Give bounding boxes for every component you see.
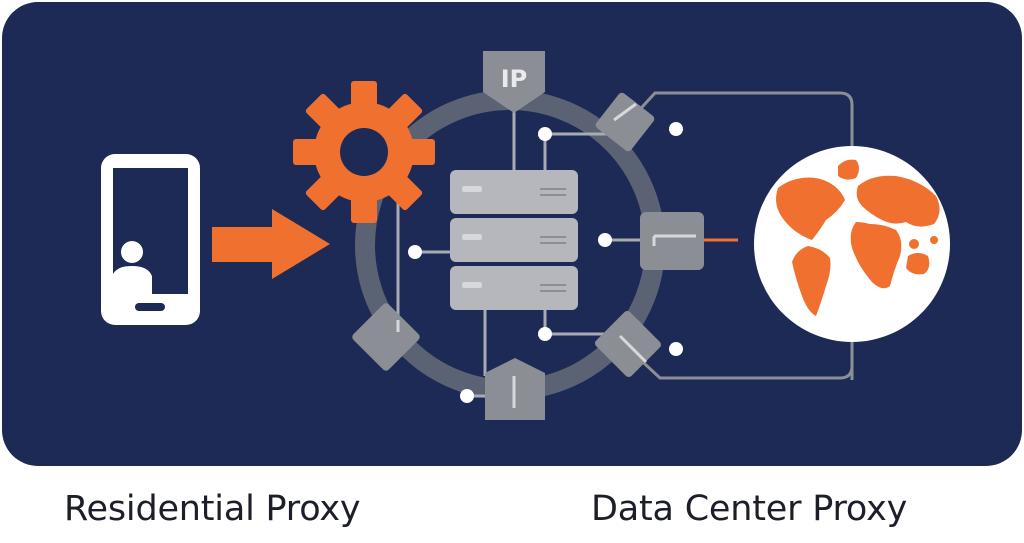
ip-node (483, 51, 545, 113)
proxy-node-left (352, 303, 420, 371)
proxy-node-top-right (595, 92, 655, 152)
residential-proxy-label: Residential Proxy (64, 489, 361, 529)
gear-icon (293, 81, 435, 223)
wire-endpoints (408, 122, 683, 403)
data-center-proxy-label: Data Center Proxy (591, 489, 908, 529)
node-glyphs (396, 102, 696, 408)
globe-connectors (630, 91, 854, 380)
arrow-right-icon (212, 209, 330, 279)
globe-icon (754, 146, 950, 342)
proxy-wires (396, 107, 640, 398)
ip-label: IP (501, 65, 528, 93)
server-rack-icon (450, 170, 578, 310)
smartphone-user-icon (101, 154, 200, 325)
proxy-node-right (640, 212, 704, 270)
